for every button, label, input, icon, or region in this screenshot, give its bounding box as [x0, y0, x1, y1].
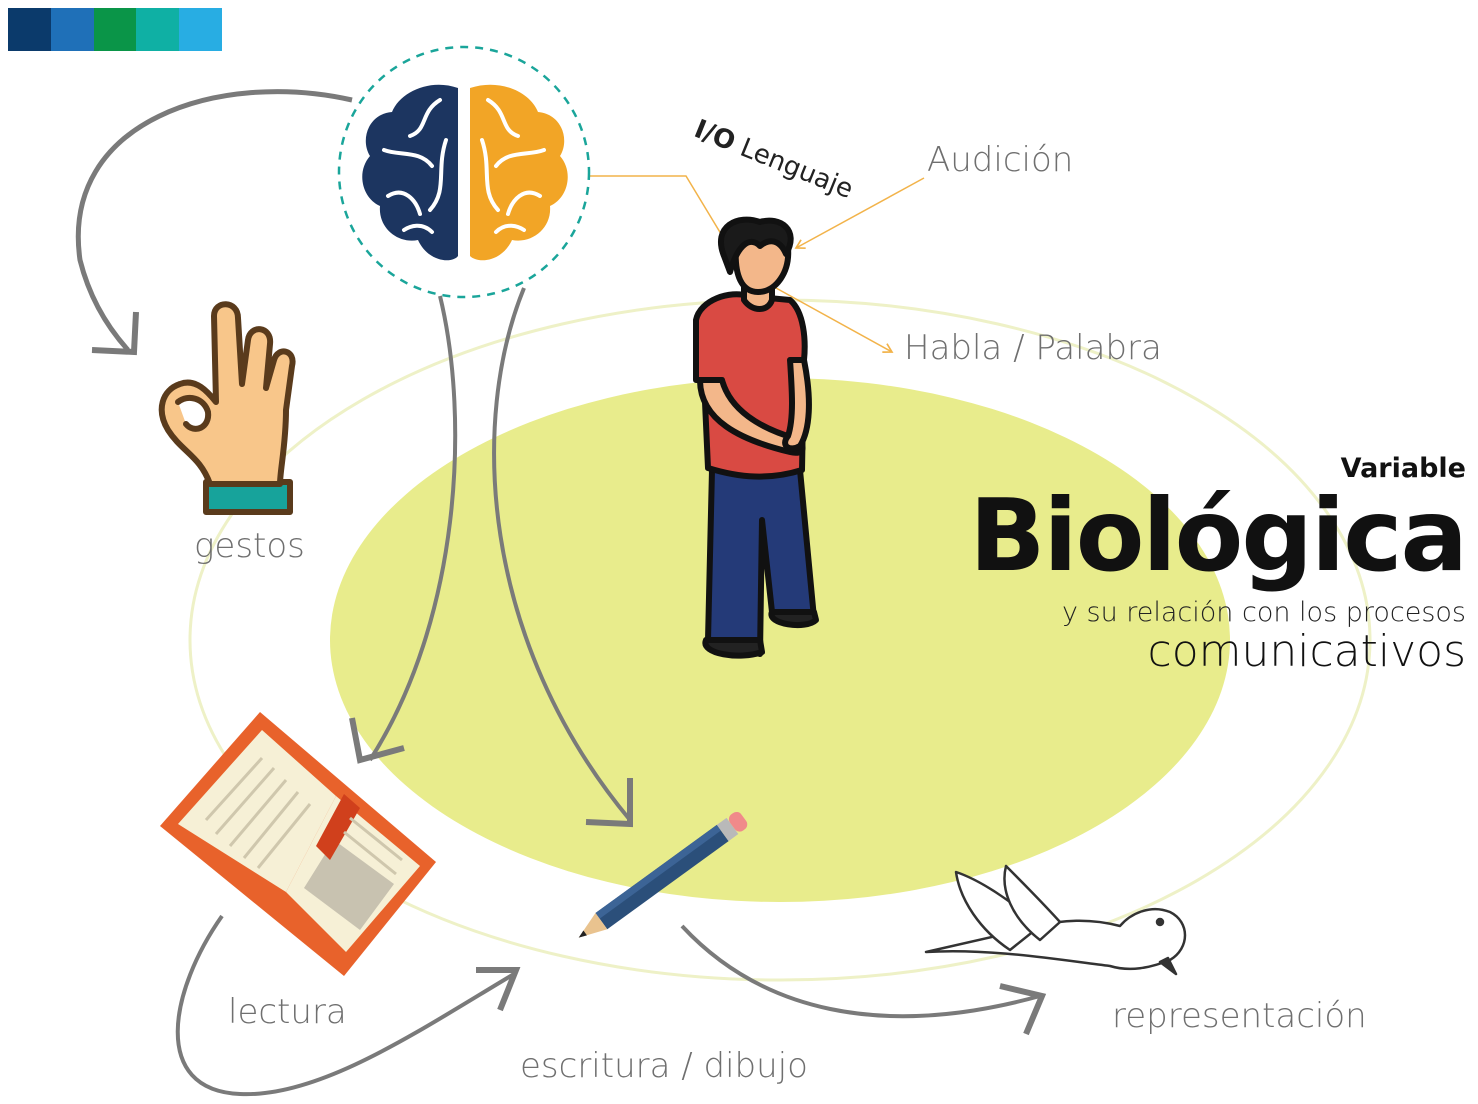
arrow-escritura-to-representacion [680, 924, 1041, 1019]
label-audicion: Audición [927, 140, 1074, 180]
label-lectura: lectura [228, 992, 347, 1032]
color-swatch [8, 8, 51, 51]
color-swatch [50, 8, 94, 51]
label-gestos: gestos [194, 526, 305, 566]
label-representacion: representación [1112, 996, 1367, 1036]
color-swatch [136, 8, 180, 51]
arrowhead-escritura [585, 778, 633, 828]
color-swatch [93, 8, 137, 51]
pencil-icon [578, 811, 748, 938]
arrow-lectura-to-escritura [175, 914, 516, 1097]
title-subtitle-2: comunicativos [1147, 626, 1466, 677]
arrow-brain-to-lectura [368, 295, 458, 762]
connector-audicion [794, 177, 925, 250]
brain-icon [337, 45, 591, 299]
book-icon [160, 712, 436, 976]
arrow-brain-to-gestos [75, 89, 353, 352]
person-icon [693, 216, 819, 659]
label-habla: Habla / Palabra [904, 328, 1162, 368]
title-subtitle: y su relación con los procesos [1061, 597, 1466, 628]
biological-ellipse [330, 378, 1230, 902]
connector-habla [775, 287, 894, 353]
arrowhead-lectura-escritura [476, 967, 521, 1012]
arrowhead-gestos [91, 311, 139, 356]
connector-brain-to-head [584, 175, 739, 263]
color-swatch [179, 8, 222, 51]
brand-color-bar [8, 8, 222, 51]
title-variable: Variable [1340, 453, 1466, 484]
arrow-brain-to-escritura [492, 287, 632, 822]
dove-icon [924, 864, 1187, 976]
title-block: Variable Biológica y su relación con los… [969, 452, 1468, 677]
title-main: Biológica [969, 477, 1468, 594]
label-escritura: escritura / dibujo [520, 1046, 808, 1086]
arrowhead-lectura [349, 717, 405, 764]
arrowhead-representacion [999, 983, 1047, 1036]
ok-hand-icon [158, 301, 296, 515]
